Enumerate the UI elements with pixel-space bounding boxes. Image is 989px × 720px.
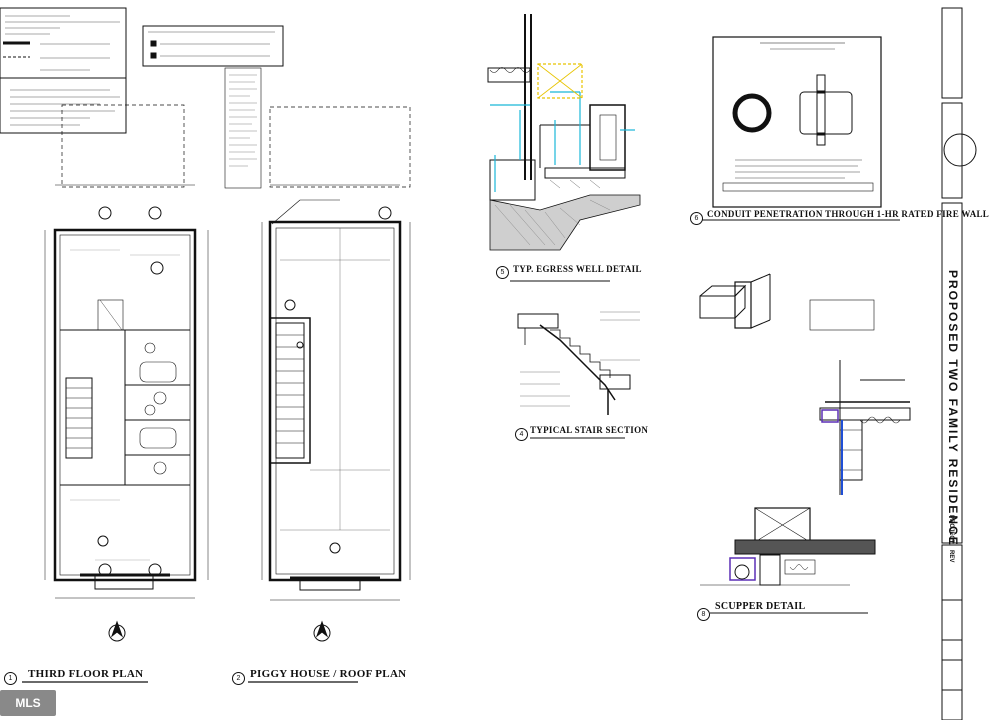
mls-watermark: MLS xyxy=(0,690,56,716)
conduit-penetration-title: CONDUIT PENETRATION THROUGH 1-HR RATED F… xyxy=(707,209,989,219)
egress-well-number: 5 xyxy=(496,266,509,279)
roof-plan-number: 2 xyxy=(232,672,245,685)
stair-section-title: TYPICAL STAIR SECTION xyxy=(530,425,649,435)
scupper-detail-title: SCUPPER DETAIL xyxy=(715,601,806,612)
stair-section-drawing xyxy=(517,311,640,415)
stair-section-number: 4 xyxy=(515,428,528,441)
project-name: PROPOSED TWO FAMILY RESIDENCE xyxy=(946,270,960,547)
roof-edge-detail-drawing xyxy=(819,360,911,495)
legend-box xyxy=(0,7,127,134)
egress-well-title: TYP. EGRESS WELL DETAIL xyxy=(513,264,642,274)
drawing-linework xyxy=(0,7,977,720)
revision-label: REV xyxy=(948,550,954,563)
roof-plan-title: PIGGY HOUSE / ROOF PLAN xyxy=(250,668,407,680)
conduit-penetration-drawing xyxy=(712,36,882,208)
title-block-frame xyxy=(941,7,977,720)
notes-box xyxy=(142,25,284,67)
conduit-penetration-number: 6 xyxy=(690,212,703,225)
egress-well-drawing xyxy=(487,14,641,251)
third-floor-plan-number: 1 xyxy=(4,672,17,685)
scupper-detail-number: 8 xyxy=(697,608,710,621)
architectural-sheet: 1 THIRD FLOOR PLAN 2 PIGGY HOUSE / ROOF … xyxy=(0,7,989,720)
third-floor-plan-drawing xyxy=(44,104,209,642)
roof-plan-drawing xyxy=(261,106,411,642)
third-floor-plan-title: THIRD FLOOR PLAN xyxy=(28,668,144,680)
project-label: PROJECT xyxy=(948,515,954,544)
bracket-detail-drawing xyxy=(699,273,875,331)
scupper-detail-drawing xyxy=(700,507,876,586)
